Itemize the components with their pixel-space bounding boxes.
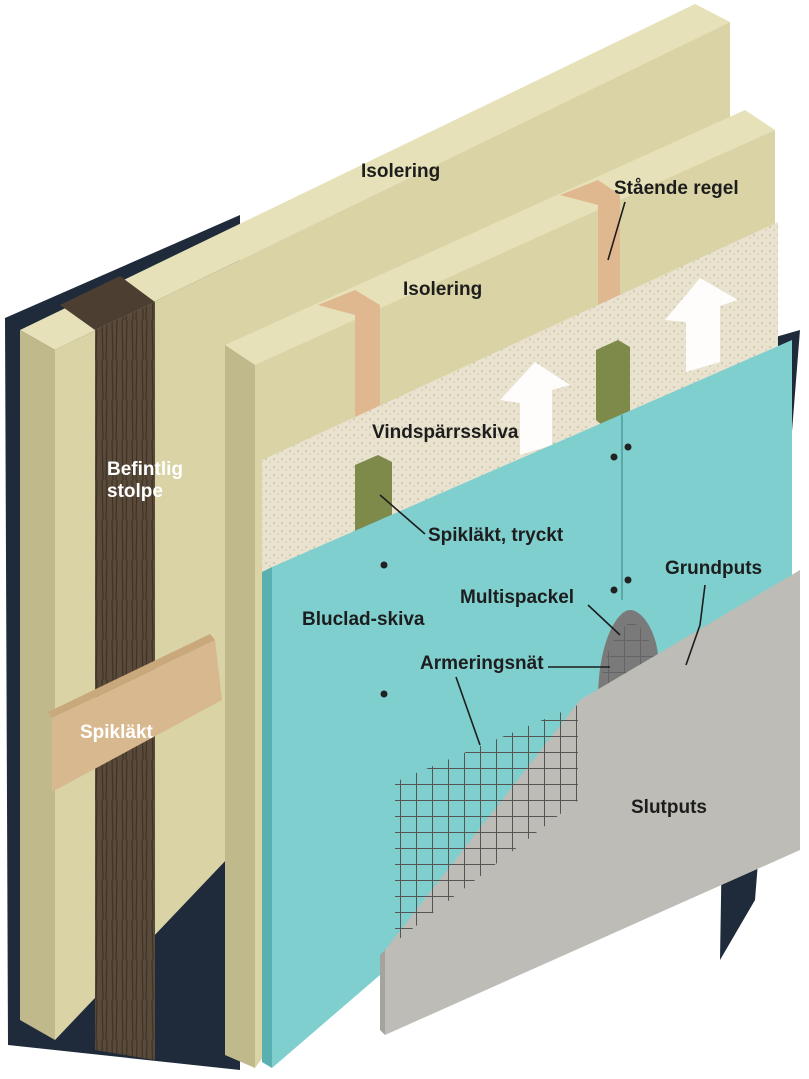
leader-multispackel [587,604,621,636]
insulation-mid-side [225,345,255,1068]
batten-front [52,640,222,792]
leader-spiklakt-tryckt [379,494,426,535]
label-armeringsnat: Armeringsnät [420,653,544,674]
existing-post-top [60,276,155,330]
leader-grundputs [685,584,706,666]
leader-armeringsnat-2 [455,676,481,746]
label-isolering-top: Isolering [361,161,440,182]
insulation-back-top [20,4,730,350]
label-multispackel: Multispackel [460,587,574,608]
label-befintlig: Befintlig [107,459,183,480]
bluclad-board-side [262,567,272,1068]
label-slutputs: Slutputs [631,797,707,818]
leader-staende-regel [607,201,626,261]
label-staende-regel: Stående regel [614,178,739,199]
multispackel-mesh [600,622,655,695]
arrow-icon-2 [665,278,738,372]
final-plaster-side [380,950,385,1035]
label-vindsparrsskiva: Vindspärrsskiva [372,422,519,443]
batten-top [48,634,215,718]
label-grundputs: Grundputs [665,558,762,579]
label-stolpe: stolpe [107,481,163,502]
final-plaster [385,628,800,1035]
insulation-back-side [20,330,55,1040]
leader-lines [379,201,706,746]
label-spiklakt-tryckt: Spikläkt, tryckt [428,525,564,546]
arrow-icon-1 [500,362,570,455]
label-spiklakt: Spikläkt [80,722,154,743]
pressure-treated-batten-2 [596,340,630,430]
standing-stud-2 [560,180,620,310]
airflow-arrows [500,278,738,455]
label-isolering-mid: Isolering [403,279,482,300]
label-bluclad-skiva: Bluclad-skiva [302,609,425,630]
